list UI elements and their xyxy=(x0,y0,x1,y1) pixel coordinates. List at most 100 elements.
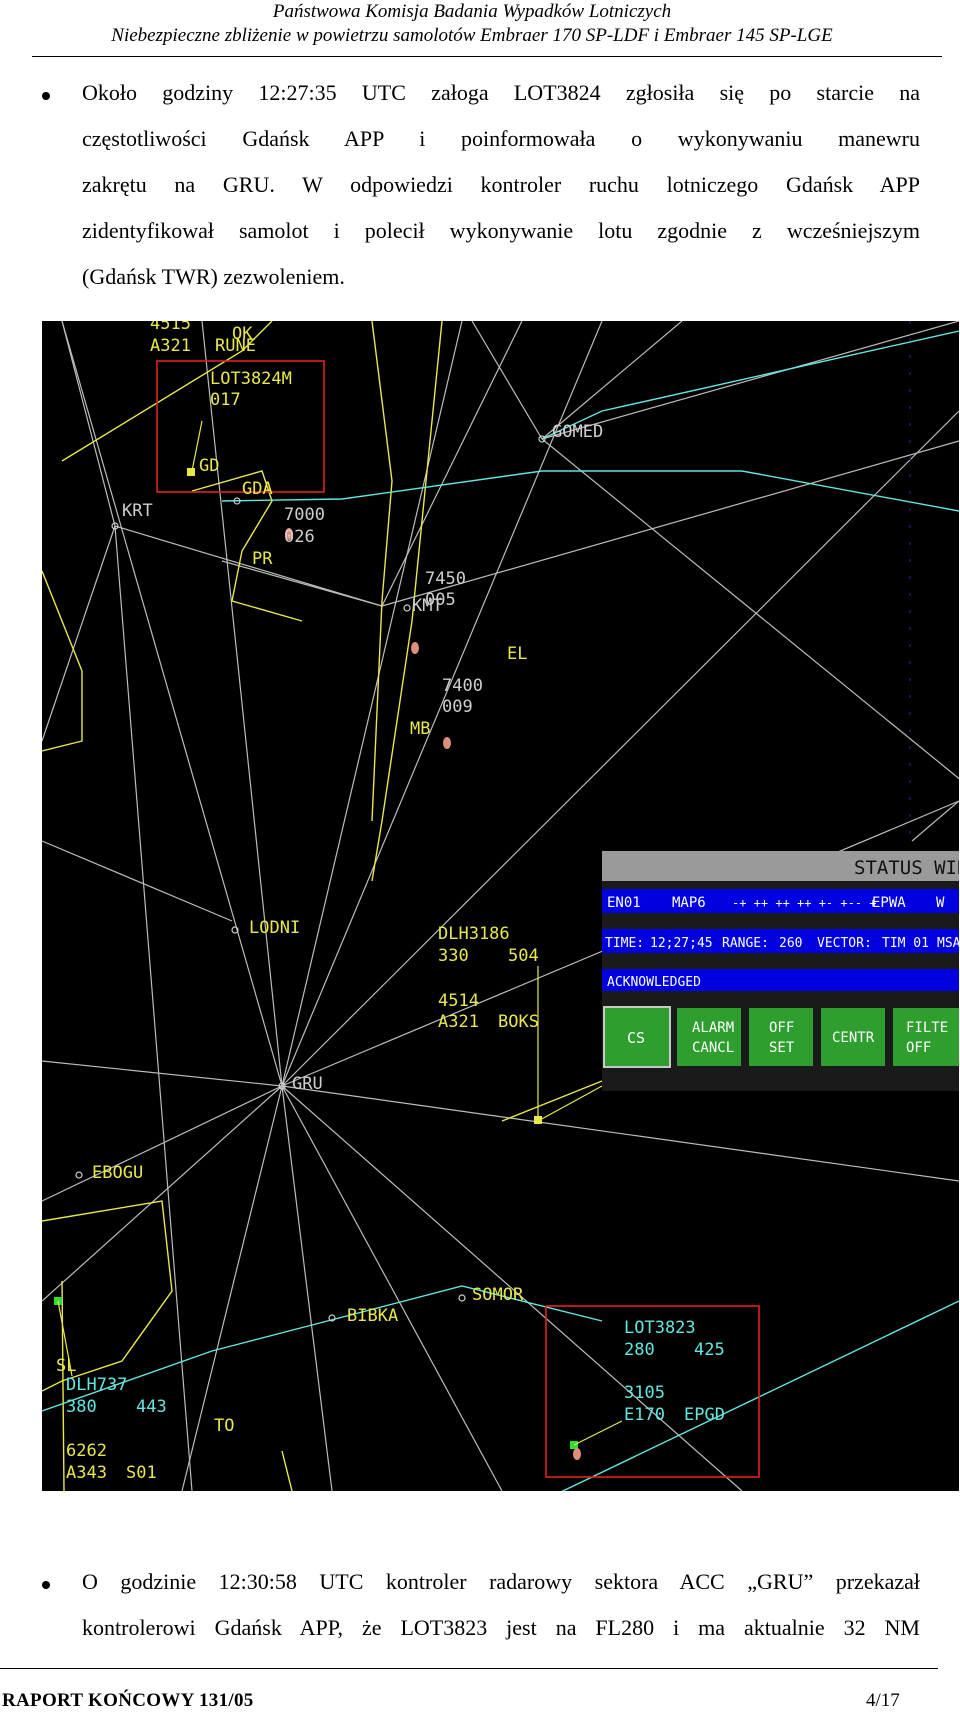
status-window: STATUS WIN EN01 MAP6 -+ ++ ++ ++ +- +-- … xyxy=(602,851,959,1091)
button-off-label: OFF xyxy=(769,1020,794,1036)
track-7000-code: 7000 xyxy=(284,505,325,525)
highlight-box-lot3824 xyxy=(156,360,325,493)
label-kmt: KMT xyxy=(412,596,443,616)
status-time-label: TIME: xyxy=(605,936,644,951)
status-epwa: EPWA xyxy=(872,895,906,911)
track-lot3823-dest: EPGD xyxy=(684,1405,725,1425)
button-alarm-cancl[interactable] xyxy=(675,1006,743,1068)
track-7450-code: 7450 xyxy=(425,569,466,589)
label-bibka: BIBKA xyxy=(347,1306,398,1326)
bullet-2 xyxy=(42,1581,50,1589)
label-ok: OK xyxy=(232,324,253,344)
track-lot3824-callsign: LOT3824M xyxy=(210,369,292,389)
header-line-1: Państwowa Komisja Badania Wypadków Lotni… xyxy=(272,1,672,22)
track-4514-type: A321 xyxy=(438,1012,479,1032)
label-mb: MB xyxy=(410,719,430,739)
button-cancl-label: CANCL xyxy=(692,1040,734,1056)
header-line-2: Niebezpieczne zbliżenie w powietrzu samo… xyxy=(111,25,833,46)
button-off-set[interactable] xyxy=(747,1006,815,1068)
status-ack: ACKNOWLEDGED xyxy=(607,975,701,990)
header-rule xyxy=(32,56,942,57)
leader-lines xyxy=(57,420,623,1446)
bullet-1 xyxy=(42,92,50,100)
running-header: Państwowa Komisja Badania Wypadków Lotni… xyxy=(0,0,944,48)
status-en01: EN01 xyxy=(607,895,641,911)
track-dlh3186-speed: 504 xyxy=(508,946,539,966)
status-map6: MAP6 xyxy=(672,895,706,911)
button-alarm-label: ALARM xyxy=(692,1020,734,1036)
track-4514-dest: BOKS xyxy=(498,1012,539,1032)
label-el: EL xyxy=(507,644,527,664)
button-cs[interactable] xyxy=(603,1006,671,1068)
sector-boundaries xyxy=(42,321,603,1491)
label-somor: SOMOR xyxy=(472,1285,524,1305)
aircraft-targets xyxy=(54,468,581,1460)
highlight-box-lot3823 xyxy=(545,1305,760,1478)
track-7400-code: 7400 xyxy=(442,676,483,696)
p1-line: (Gdańsk TWR) zezwoleniem. xyxy=(82,264,345,289)
status-tim-value: TIM 01 xyxy=(882,936,929,951)
track-dlh737-fl: 380 xyxy=(66,1397,97,1417)
track-7000-alt: 026 xyxy=(284,527,315,547)
footer-rule xyxy=(0,1668,938,1669)
track-top-code: 4515 xyxy=(150,321,191,334)
track-7400-alt: 009 xyxy=(442,697,473,717)
track-lot3823-code: 3105 xyxy=(624,1383,665,1403)
track-top-type: A321 xyxy=(150,336,191,356)
label-gd: GD xyxy=(199,456,219,476)
status-vector-label: VECTOR: xyxy=(817,936,872,951)
button-set-label: SET xyxy=(769,1040,795,1056)
p2-line: kontrolerowi Gdańsk APP, że LOT3823 jest… xyxy=(82,1615,920,1640)
label-gda: GDA xyxy=(242,479,273,499)
button-filter-off-label: OFF xyxy=(906,1040,931,1056)
status-filter-string: -+ ++ ++ ++ +- +-- + xyxy=(732,896,877,910)
status-range-label: RANGE: xyxy=(722,936,769,951)
track-7450-alt: 005 xyxy=(425,590,456,610)
footer-report-title: RAPORT KOŃCOWY 131/05 xyxy=(2,1690,254,1711)
label-lodni: LODNI xyxy=(249,918,300,938)
airway-lines xyxy=(42,321,959,1491)
status-window-title: STATUS WIN xyxy=(854,857,959,879)
label-rune: RUNE xyxy=(215,336,256,356)
label-ebogu: EBOGU xyxy=(92,1163,143,1183)
track-6262-type: A343 xyxy=(66,1463,107,1483)
track-dlh3186-fl: 330 xyxy=(438,946,469,966)
radar-screenshot: GOMED KRT GDA GD PR KMT EL MB LODNI GRU … xyxy=(42,321,959,1491)
button-filter-off[interactable] xyxy=(891,1006,959,1068)
footer-page-number: 4/17 xyxy=(866,1690,900,1711)
status-time-value: 12;27;45 xyxy=(650,936,713,951)
button-cs-label: CS xyxy=(627,1029,645,1047)
track-dlh737-speed: 443 xyxy=(136,1397,167,1417)
p1-line: zidentyfikował samolot i polecił wykonyw… xyxy=(82,218,920,243)
status-msa-label: MSA xyxy=(937,936,959,951)
paragraph-2: O godzinie 12:30:58 UTC kontroler radaro… xyxy=(82,1559,920,1651)
button-centr[interactable] xyxy=(819,1006,887,1068)
paragraph-1: Około godziny 12:27:35 UTC załoga LOT382… xyxy=(82,70,920,300)
track-lot3823-type: E170 xyxy=(624,1405,665,1425)
track-6262-dest: S01 xyxy=(126,1463,157,1483)
p2-line: O godzinie 12:30:58 UTC kontroler radaro… xyxy=(82,1569,920,1594)
track-dlh3186-callsign: DLH3186 xyxy=(438,924,510,944)
track-dlh737-callsign: DLH737 xyxy=(66,1375,127,1395)
cyan-routes xyxy=(42,330,959,1491)
track-lot3823-fl: 280 xyxy=(624,1340,655,1360)
button-centr-label: CENTR xyxy=(832,1030,875,1046)
label-krt: KRT xyxy=(122,501,153,521)
label-gru: GRU xyxy=(292,1074,323,1094)
p1-line: zakrętu na GRU. W odpowiedzi kontroler r… xyxy=(82,172,920,197)
status-range-value: 260 xyxy=(779,936,802,951)
button-filte-label: FILTE xyxy=(906,1020,948,1036)
status-w: W xyxy=(936,895,945,911)
radar-display: GOMED KRT GDA GD PR KMT EL MB LODNI GRU … xyxy=(42,321,959,1491)
label-pr: PR xyxy=(252,549,273,569)
label-gomed: GOMED xyxy=(552,422,603,442)
track-lot3824-alt: 017 xyxy=(210,390,241,410)
label-to: TO xyxy=(214,1416,234,1436)
label-sl: SL xyxy=(56,1356,76,1376)
p1-line: Około godziny 12:27:35 UTC załoga LOT382… xyxy=(82,80,920,105)
track-6262-code: 6262 xyxy=(66,1441,107,1461)
track-lot3823-callsign: LOT3823 xyxy=(624,1318,696,1338)
track-lot3823-speed: 425 xyxy=(694,1340,725,1360)
waypoint-markers xyxy=(75,435,546,1322)
track-4514-code: 4514 xyxy=(438,991,479,1011)
